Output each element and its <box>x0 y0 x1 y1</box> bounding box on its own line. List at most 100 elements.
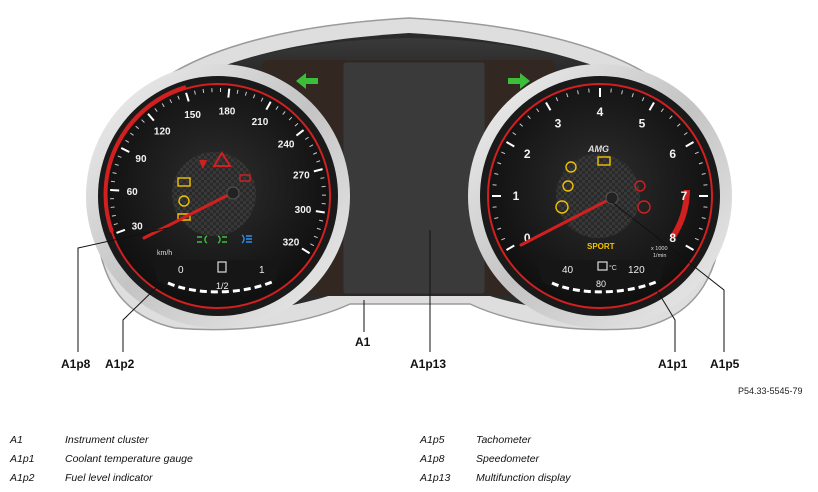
tachometer-minor-tick <box>497 227 502 230</box>
tachometer-scale-label: 7 <box>681 189 688 203</box>
right-turn-signal-icon <box>508 73 530 89</box>
speedometer-scale-label: 240 <box>278 140 295 151</box>
fuel-level-indicator: 0 1/2 1 <box>152 260 282 294</box>
speedometer-minor-tick <box>113 223 118 226</box>
speedometer-scale-label: 60 <box>127 187 139 198</box>
tachometer-scale-label: 0 <box>524 231 531 245</box>
speedometer-major-tick <box>185 92 190 102</box>
speedometer-scale-label: 300 <box>295 205 312 216</box>
speedometer-minor-tick <box>316 227 321 230</box>
speedometer-major-tick <box>295 129 305 137</box>
speedometer-minor-tick <box>141 119 145 123</box>
brake-circle-red-icon <box>637 200 651 214</box>
legend-code-a1p13: A1p13 <box>420 472 451 484</box>
legend-label-a1p1: Coolant temperature gauge <box>65 453 193 465</box>
speedometer-minor-tick <box>125 139 130 143</box>
speedometer-scale-label: 120 <box>154 127 171 138</box>
tachometer-needle <box>519 196 614 247</box>
speedometer-minor-tick <box>161 103 165 108</box>
fog-light-icon <box>217 235 227 244</box>
speedometer-minor-tick <box>114 163 119 166</box>
tachometer-minor-tick <box>501 151 506 155</box>
brake-warning-yellow-icon <box>555 200 569 214</box>
tachometer-minor-tick <box>676 123 681 127</box>
callout-a1p2: A1p2 <box>105 357 135 371</box>
fuel-half-label: 1/2 <box>216 281 229 291</box>
tachometer-minor-tick <box>555 97 559 102</box>
tachometer-minor-tick <box>536 108 540 113</box>
abs-warning-icon <box>565 161 577 173</box>
battery-warning-icon <box>239 174 251 182</box>
tachometer-major-tick <box>648 101 655 111</box>
speedometer-minor-tick <box>111 214 116 217</box>
tachometer-minor-tick <box>698 162 703 165</box>
speedometer-major-tick <box>116 228 126 234</box>
speedometer-minor-tick <box>129 132 134 136</box>
tachometer-minor-tick <box>497 162 502 165</box>
speedometer-major-tick <box>227 88 231 98</box>
esp-off-icon <box>177 177 191 187</box>
speedometer-scale-label: 210 <box>252 117 269 128</box>
fuel-full-label: 1 <box>259 265 265 276</box>
legend-code-a1p8: A1p8 <box>420 453 445 465</box>
tachometer-major-tick <box>685 244 695 251</box>
callout-a1p1: A1p1 <box>658 357 688 371</box>
speedometer-major-tick <box>315 210 325 214</box>
tachometer-scale-label: 6 <box>669 147 676 161</box>
speedometer-minor-tick <box>319 219 324 222</box>
speedometer-minor-tick <box>310 243 315 247</box>
speedometer-minor-tick <box>244 91 247 96</box>
speedometer-major-tick <box>301 247 311 255</box>
hazard-warning-icon <box>212 151 232 167</box>
engine-warning-icon <box>177 213 191 221</box>
left-turn-signal-icon <box>296 73 318 89</box>
coolant-unit: °C <box>609 264 617 272</box>
speedometer-minor-tick <box>177 95 180 100</box>
tachometer-minor-tick <box>701 217 706 219</box>
seatbelt-warning-icon <box>199 160 207 169</box>
tachometer-major-tick <box>505 141 515 148</box>
low-beam-icon <box>197 235 208 244</box>
figure-reference: P54.33-5545-79 <box>738 386 803 396</box>
tire-pressure-icon <box>178 195 190 207</box>
tachometer-minor-tick <box>669 115 673 120</box>
legend-code-a1p2: A1p2 <box>10 472 35 484</box>
speedometer-minor-tick <box>112 172 117 175</box>
tachometer-unit-multiplier: x 1000 <box>651 246 668 252</box>
speedometer-scale-label: 270 <box>293 171 310 182</box>
legend-label-a1p13: Multifunction display <box>476 472 571 484</box>
speedometer-minor-tick <box>236 89 239 94</box>
tachometer-minor-tick <box>494 217 499 219</box>
tachometer-scale-label: 8 <box>669 231 676 245</box>
speedometer-minor-tick <box>288 116 293 121</box>
speedometer-minor-tick <box>252 94 256 99</box>
speedometer-minor-tick <box>294 123 299 127</box>
tachometer-minor-tick <box>512 132 517 136</box>
callout-a1: A1 <box>355 335 371 349</box>
speedometer-minor-tick <box>316 160 321 163</box>
callout-leaders <box>77 201 725 352</box>
tachometer-tick-marks <box>492 88 708 251</box>
tachometer-unit: 1/min <box>653 253 666 259</box>
sport-mode-indicator: SPORT <box>587 242 615 251</box>
tachometer-minor-tick <box>527 115 531 120</box>
speedometer-minor-tick <box>154 108 158 112</box>
coolant-high-label: 120 <box>628 265 645 276</box>
speedometer-major-tick <box>120 147 130 153</box>
speedometer-minor-tick <box>282 111 286 115</box>
speedometer-scale-label: 30 <box>132 221 144 232</box>
callout-a1p5: A1p5 <box>710 357 740 371</box>
legend-label-a1p5: Tachometer <box>476 434 532 446</box>
legend-label-a1: Instrument cluster <box>65 434 149 446</box>
tachometer-minor-tick <box>698 227 703 230</box>
legend-code-a1: A1 <box>10 434 23 446</box>
speedometer-minor-tick <box>275 106 279 110</box>
tachometer-minor-tick <box>621 90 623 95</box>
speedometer-minor-tick <box>117 155 122 158</box>
tachometer-minor-tick <box>577 90 579 95</box>
speedometer-minor-tick <box>313 152 318 155</box>
tachometer-scale-label: 1 <box>513 189 520 203</box>
